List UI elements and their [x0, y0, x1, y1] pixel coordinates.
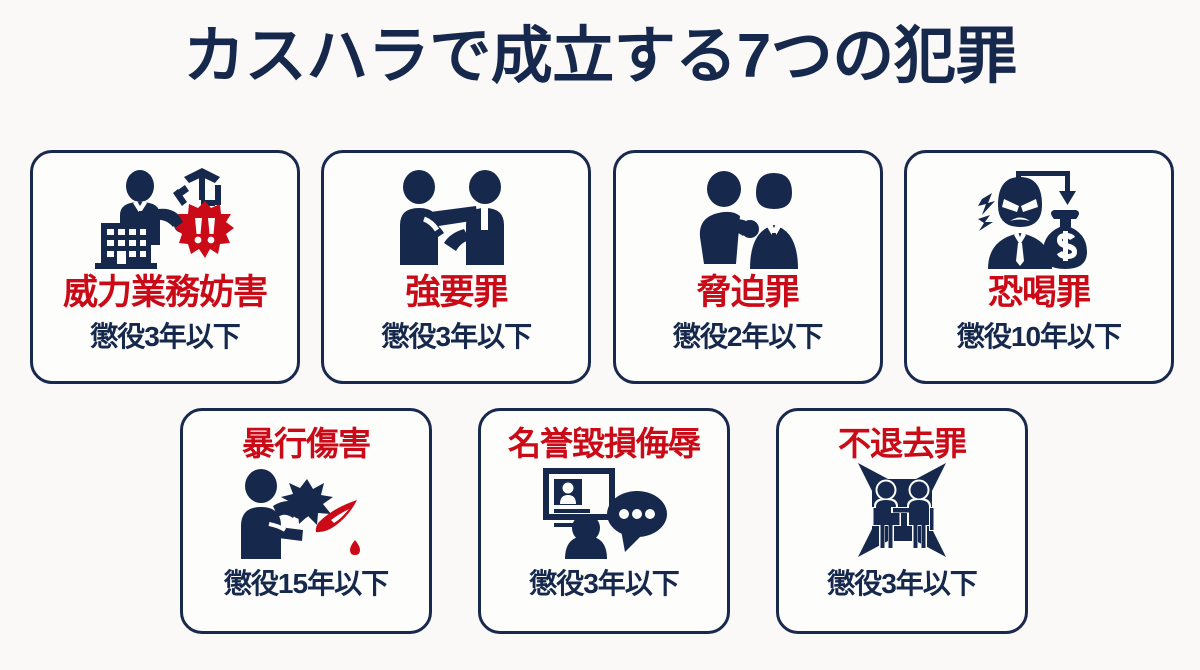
- id-card-speech-bubble-icon: [514, 460, 694, 560]
- crime-card-row-top: 威力業務妨害 懲役3年以下: [30, 150, 1174, 384]
- crime-name-label: 威力業務妨害: [62, 273, 268, 312]
- person-grabbing-person-icon: [366, 167, 546, 271]
- crime-card-kyohaku-zai[interactable]: 脅迫罪 懲役2年以下: [612, 150, 883, 384]
- page-title: カスハラで成立する7つの犯罪: [183, 22, 1017, 91]
- crime-name-label: 強要罪: [405, 273, 508, 312]
- crime-name-label: 不退去罪: [838, 425, 967, 462]
- crime-penalty-label: 懲役2年以下: [672, 321, 824, 352]
- crime-penalty-label: 懲役3年以下: [90, 321, 241, 352]
- crime-penalty-label: 懲役15年以下: [223, 568, 389, 599]
- crime-penalty-label: 懲役10年以下: [956, 321, 1122, 352]
- crime-penalty-label: 懲役3年以下: [381, 321, 533, 352]
- two-businessmen-threat-icon: [658, 167, 838, 271]
- crime-card-futaikyo-zai[interactable]: 不退去罪: [776, 408, 1028, 634]
- crime-name-label: 脅迫罪: [696, 273, 800, 312]
- crime-penalty-label: 懲役3年以下: [529, 568, 680, 599]
- crime-card-meiyo-kison-bujoku[interactable]: 名誉毀損侮辱: [478, 408, 730, 634]
- crime-name-label: 暴行傷害: [242, 425, 371, 462]
- crime-name-label: 名誉毀損侮辱: [508, 425, 701, 462]
- crime-penalty-label: 懲役3年以下: [827, 568, 978, 599]
- person-punch-blood-icon: [216, 460, 396, 560]
- angry-person-money-bag-icon: [949, 167, 1129, 271]
- crime-card-row-bottom: 暴行傷害: [180, 408, 1028, 634]
- crime-card-kyoyo-zai[interactable]: 強要罪 懲役3年以下: [321, 150, 592, 384]
- businessman-building-alert-icon: [75, 167, 255, 271]
- two-people-doorway-icon: [812, 460, 992, 560]
- crime-card-iryoku-gyomu-bogai[interactable]: 威力業務妨害 懲役3年以下: [30, 150, 300, 384]
- crime-card-kyokatsu-zai[interactable]: 恐喝罪 懲役10年以下: [903, 150, 1174, 384]
- crime-card-boko-shogai[interactable]: 暴行傷害: [180, 408, 432, 634]
- crime-name-label: 恐喝罪: [987, 273, 1091, 312]
